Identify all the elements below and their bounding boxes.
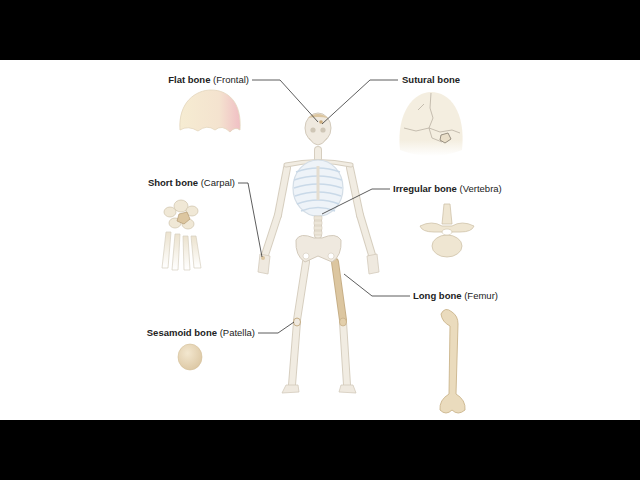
bone-type-label: Sutural bone	[402, 74, 460, 85]
bone-type-label: Irregular bone	[393, 183, 457, 194]
bone-type-label: Short bone	[148, 177, 198, 188]
callout-label: Sutural bone	[402, 74, 460, 86]
callout-label: Short bone (Carpal)	[148, 177, 235, 189]
callout-label: Flat bone (Frontal)	[168, 74, 249, 86]
bone-example-label: (Femur)	[464, 290, 498, 301]
bone-example-label: (Vertebra)	[460, 183, 502, 194]
leader-line	[238, 80, 410, 333]
bone-type-label: Long bone	[413, 290, 462, 301]
bone-example-label: (Carpal)	[201, 177, 235, 188]
callout-label: Sesamoid bone (Patella)	[147, 327, 255, 339]
bone-type-label: Sesamoid bone	[147, 327, 217, 338]
bone-type-label: Flat bone	[168, 74, 210, 85]
bone-example-label: (Patella)	[220, 327, 255, 338]
bone-example-label: (Frontal)	[213, 74, 249, 85]
callout-label: Irregular bone (Vertebra)	[393, 183, 502, 195]
callout-label: Long bone (Femur)	[413, 290, 498, 302]
